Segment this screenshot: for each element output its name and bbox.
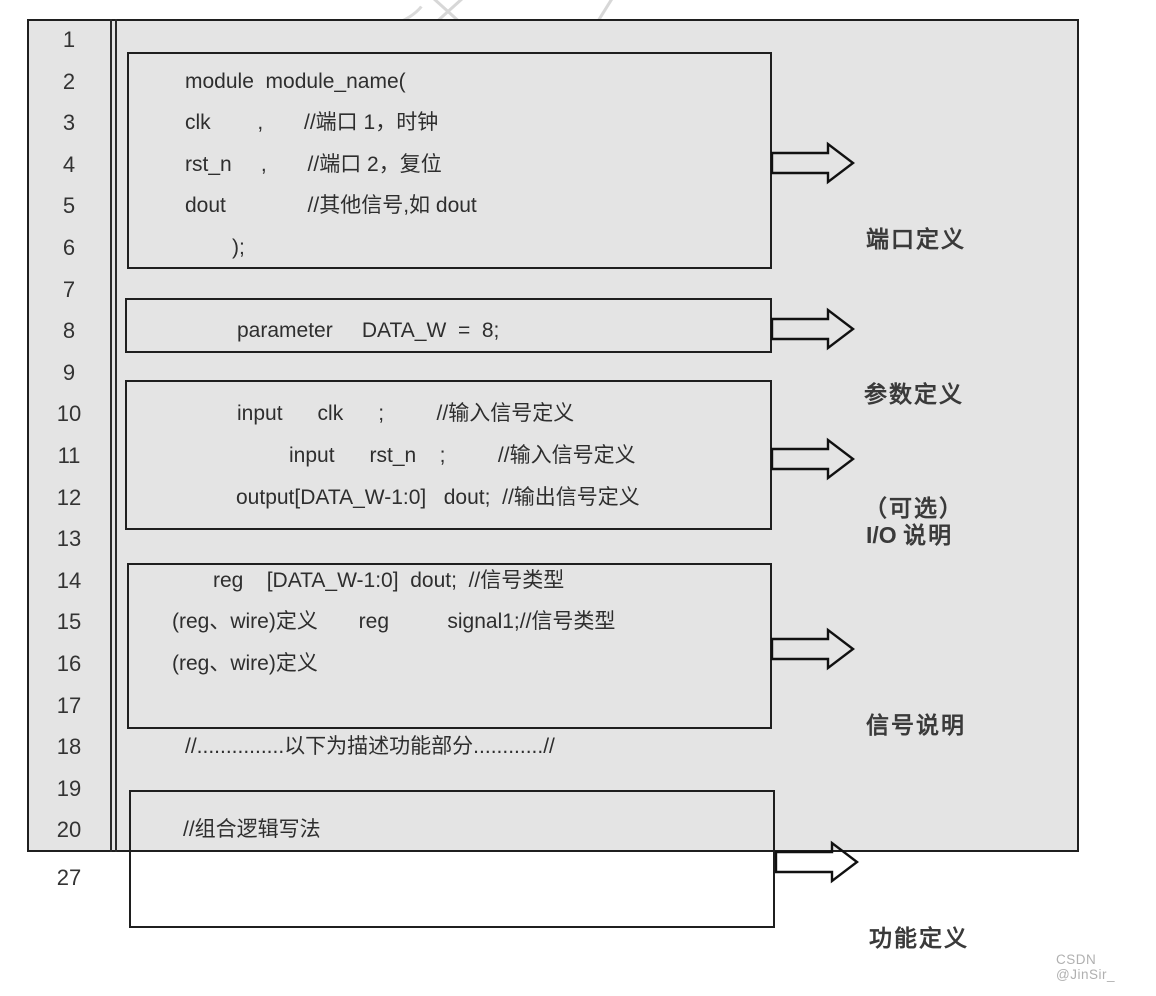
annotation-port-definition: 端口定义 (866, 144, 966, 297)
annotation-text: 说明 (903, 523, 954, 548)
line-number: 18 (56, 734, 82, 760)
line-number: 16 (56, 651, 82, 676)
line-number: 12 (56, 484, 82, 510)
line-number: 8 (62, 318, 76, 344)
line-number: 7 (62, 276, 76, 302)
code-line: output[DATA_W-1:0] dout; //输出信号定义 (236, 485, 640, 509)
code-line: ); (232, 236, 245, 259)
line-number: 4 (62, 151, 76, 177)
code-line: (reg、wire)定义 reg signal1;//信号类型 (172, 610, 616, 634)
code-line: input clk ; //输入信号定义 (237, 402, 575, 426)
block-arrow-icon-port (771, 141, 855, 185)
line-number: 1 (62, 27, 76, 52)
line-number: 17 (56, 692, 82, 718)
code-line: //组合逻辑写法 (183, 818, 321, 842)
line-number: 14 (56, 567, 82, 593)
line-number: 3 (62, 110, 76, 136)
line-number: 9 (62, 359, 76, 385)
column-separator-line (115, 19, 117, 852)
block-arrow-icon-io (771, 437, 855, 481)
annotation-text: 端口定义 (866, 227, 966, 252)
annotation-text: 信号说明 (866, 713, 966, 738)
block-arrow-icon-function (775, 840, 859, 884)
annotation-text: 功能定义 (869, 926, 969, 951)
code-line: parameter DATA_W = 8; (237, 319, 500, 343)
line-number: 2 (62, 68, 76, 94)
code-line: rst_n , //端口 2，复位 (185, 152, 442, 176)
code-line: dout //其他信号,如 dout (185, 194, 477, 218)
line-number: 13 (56, 526, 82, 552)
line-number: 15 (56, 609, 82, 635)
block-arrow-icon-parameter (771, 307, 855, 351)
diagram-panel (27, 19, 1079, 852)
code-line: (reg、wire)定义 (172, 652, 318, 675)
annotation-latin: I/O (866, 522, 904, 548)
line-number: 5 (62, 193, 76, 219)
code-line: module module_name( (185, 69, 406, 93)
code-line-comment: //...............以下为描述功能部分............// (185, 735, 555, 759)
column-separator-line (110, 19, 112, 852)
line-number: 6 (62, 235, 76, 260)
line-number: 19 (56, 775, 82, 801)
code-line: clk , //端口 1，时钟 (185, 111, 439, 135)
block-arrow-icon-signal (771, 627, 855, 671)
code-line: input rst_n ; //输入信号定义 (289, 444, 636, 467)
annotation-text: （可选） (864, 496, 964, 521)
line-number: 10 (56, 401, 82, 427)
annotation-signal-description: 信号说明 (866, 630, 966, 783)
csdn-watermark: CSDN @JinSir_ (1056, 952, 1115, 982)
annotation-io-description: I/O 说明 (866, 440, 953, 593)
line-number: 20 (56, 817, 82, 843)
line-number-outside: 27 (56, 865, 82, 891)
annotation-function-definition: 功能定义 (869, 843, 969, 996)
code-box-function (129, 790, 775, 928)
annotation-text: 参数定义 (864, 382, 964, 407)
line-number: 11 (57, 443, 81, 468)
code-line: reg [DATA_W-1:0] dout; //信号类型 (213, 568, 565, 592)
annotation-parameter-definition: 参数定义 （可选） (864, 299, 964, 566)
